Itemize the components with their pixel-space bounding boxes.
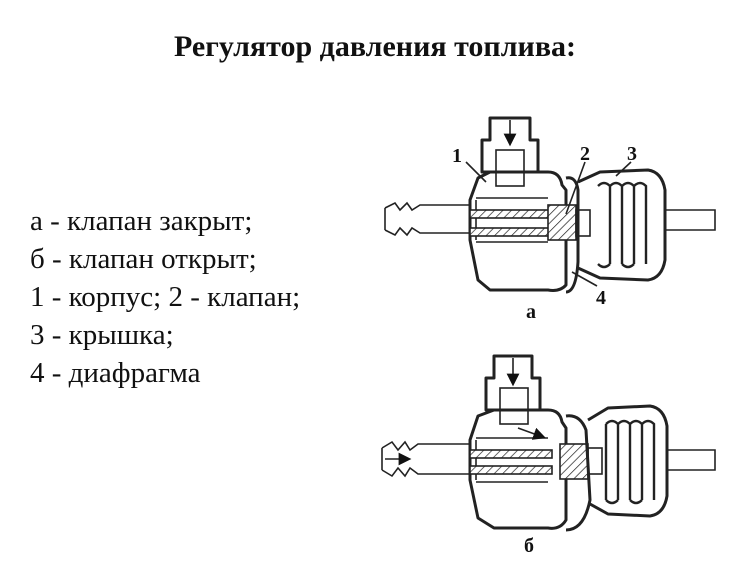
callout-2: 2 [580, 143, 590, 165]
callout-3: 3 [627, 143, 637, 165]
caption-a: а [526, 301, 536, 323]
page-title: Регулятор давления топлива: [173, 30, 577, 63]
legend-item-1-2: 1 - корпус; 2 - клапан; [30, 281, 301, 313]
legend-item-a: а - клапан закрыт; [30, 205, 253, 237]
legend-item-b: б - клапан открыт; [30, 243, 257, 275]
legend-item-3: 3 - крышка; [30, 319, 174, 351]
regulator-diagram-b: б [381, 354, 716, 557]
legend-item-4: 4 - диафрагма [30, 357, 201, 389]
caption-b: б [524, 535, 534, 557]
regulator-diagram-a: 1 2 3 4 а [384, 116, 716, 323]
legend: а - клапан закрыт; б - клапан открыт; 1 … [30, 202, 300, 392]
callout-1: 1 [452, 145, 462, 167]
callout-4: 4 [596, 287, 606, 309]
